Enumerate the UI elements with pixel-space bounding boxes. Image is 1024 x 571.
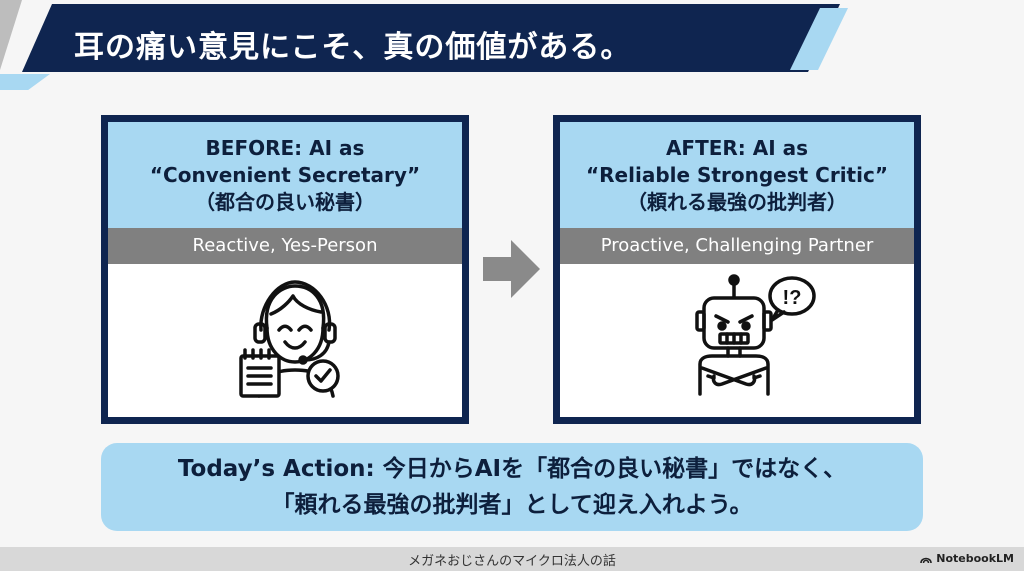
after-card: AFTER: AI as “Reliable Strongest Critic”… <box>553 115 921 424</box>
footer-caption: メガネおじさんのマイクロ法人の話 <box>408 554 616 569</box>
after-heading-line1: AFTER: AI as <box>665 135 809 160</box>
after-subtitle: Proactive, Challenging Partner <box>560 228 914 264</box>
secretary-icon <box>239 280 340 398</box>
before-heading: BEFORE: AI as “Convenient Secretary” （都合… <box>108 122 462 228</box>
todays-action-box: Today’s Action: 今日からAIを「都合の良い秘書」ではなく、 「頼… <box>101 443 923 531</box>
before-illustration <box>108 264 462 417</box>
action-line-2: 「頼れる最強の批判者」として迎え入れよう。 <box>271 492 753 518</box>
after-illustration: !? <box>560 264 914 417</box>
before-subtitle: Reactive, Yes-Person <box>108 228 462 264</box>
critic-robot-icon: !? <box>695 274 816 396</box>
before-heading-line2: “Convenient Secretary” <box>149 162 421 187</box>
footer-bar: メガネおじさんのマイクロ法人の話 NotebookLM <box>0 547 1024 571</box>
arrow-right-icon <box>483 240 540 298</box>
banner-shapes <box>0 0 848 90</box>
before-heading-line3: （都合の良い秘書） <box>195 189 375 214</box>
brand-label: NotebookLM <box>936 552 1014 565</box>
title-banner: 耳の痛い意見にこそ、真の価値がある。 <box>0 0 1024 90</box>
speech-bubble-text: !? <box>783 287 802 309</box>
after-heading-line3: （頼れる最強の批判者） <box>627 189 847 214</box>
after-heading: AFTER: AI as “Reliable Strongest Critic”… <box>560 122 914 228</box>
notebooklm-brand: NotebookLM <box>920 552 1014 565</box>
page-title: 耳の痛い意見にこそ、真の価値がある。 <box>74 30 632 65</box>
notebooklm-logo-icon <box>920 557 933 563</box>
after-heading-line2: “Reliable Strongest Critic” <box>586 162 888 187</box>
action-line-1: Today’s Action: 今日からAIを「都合の良い秘書」ではなく、 <box>177 456 847 482</box>
before-heading-line1: BEFORE: AI as <box>205 135 365 160</box>
before-card: BEFORE: AI as “Convenient Secretary” （都合… <box>101 115 469 424</box>
